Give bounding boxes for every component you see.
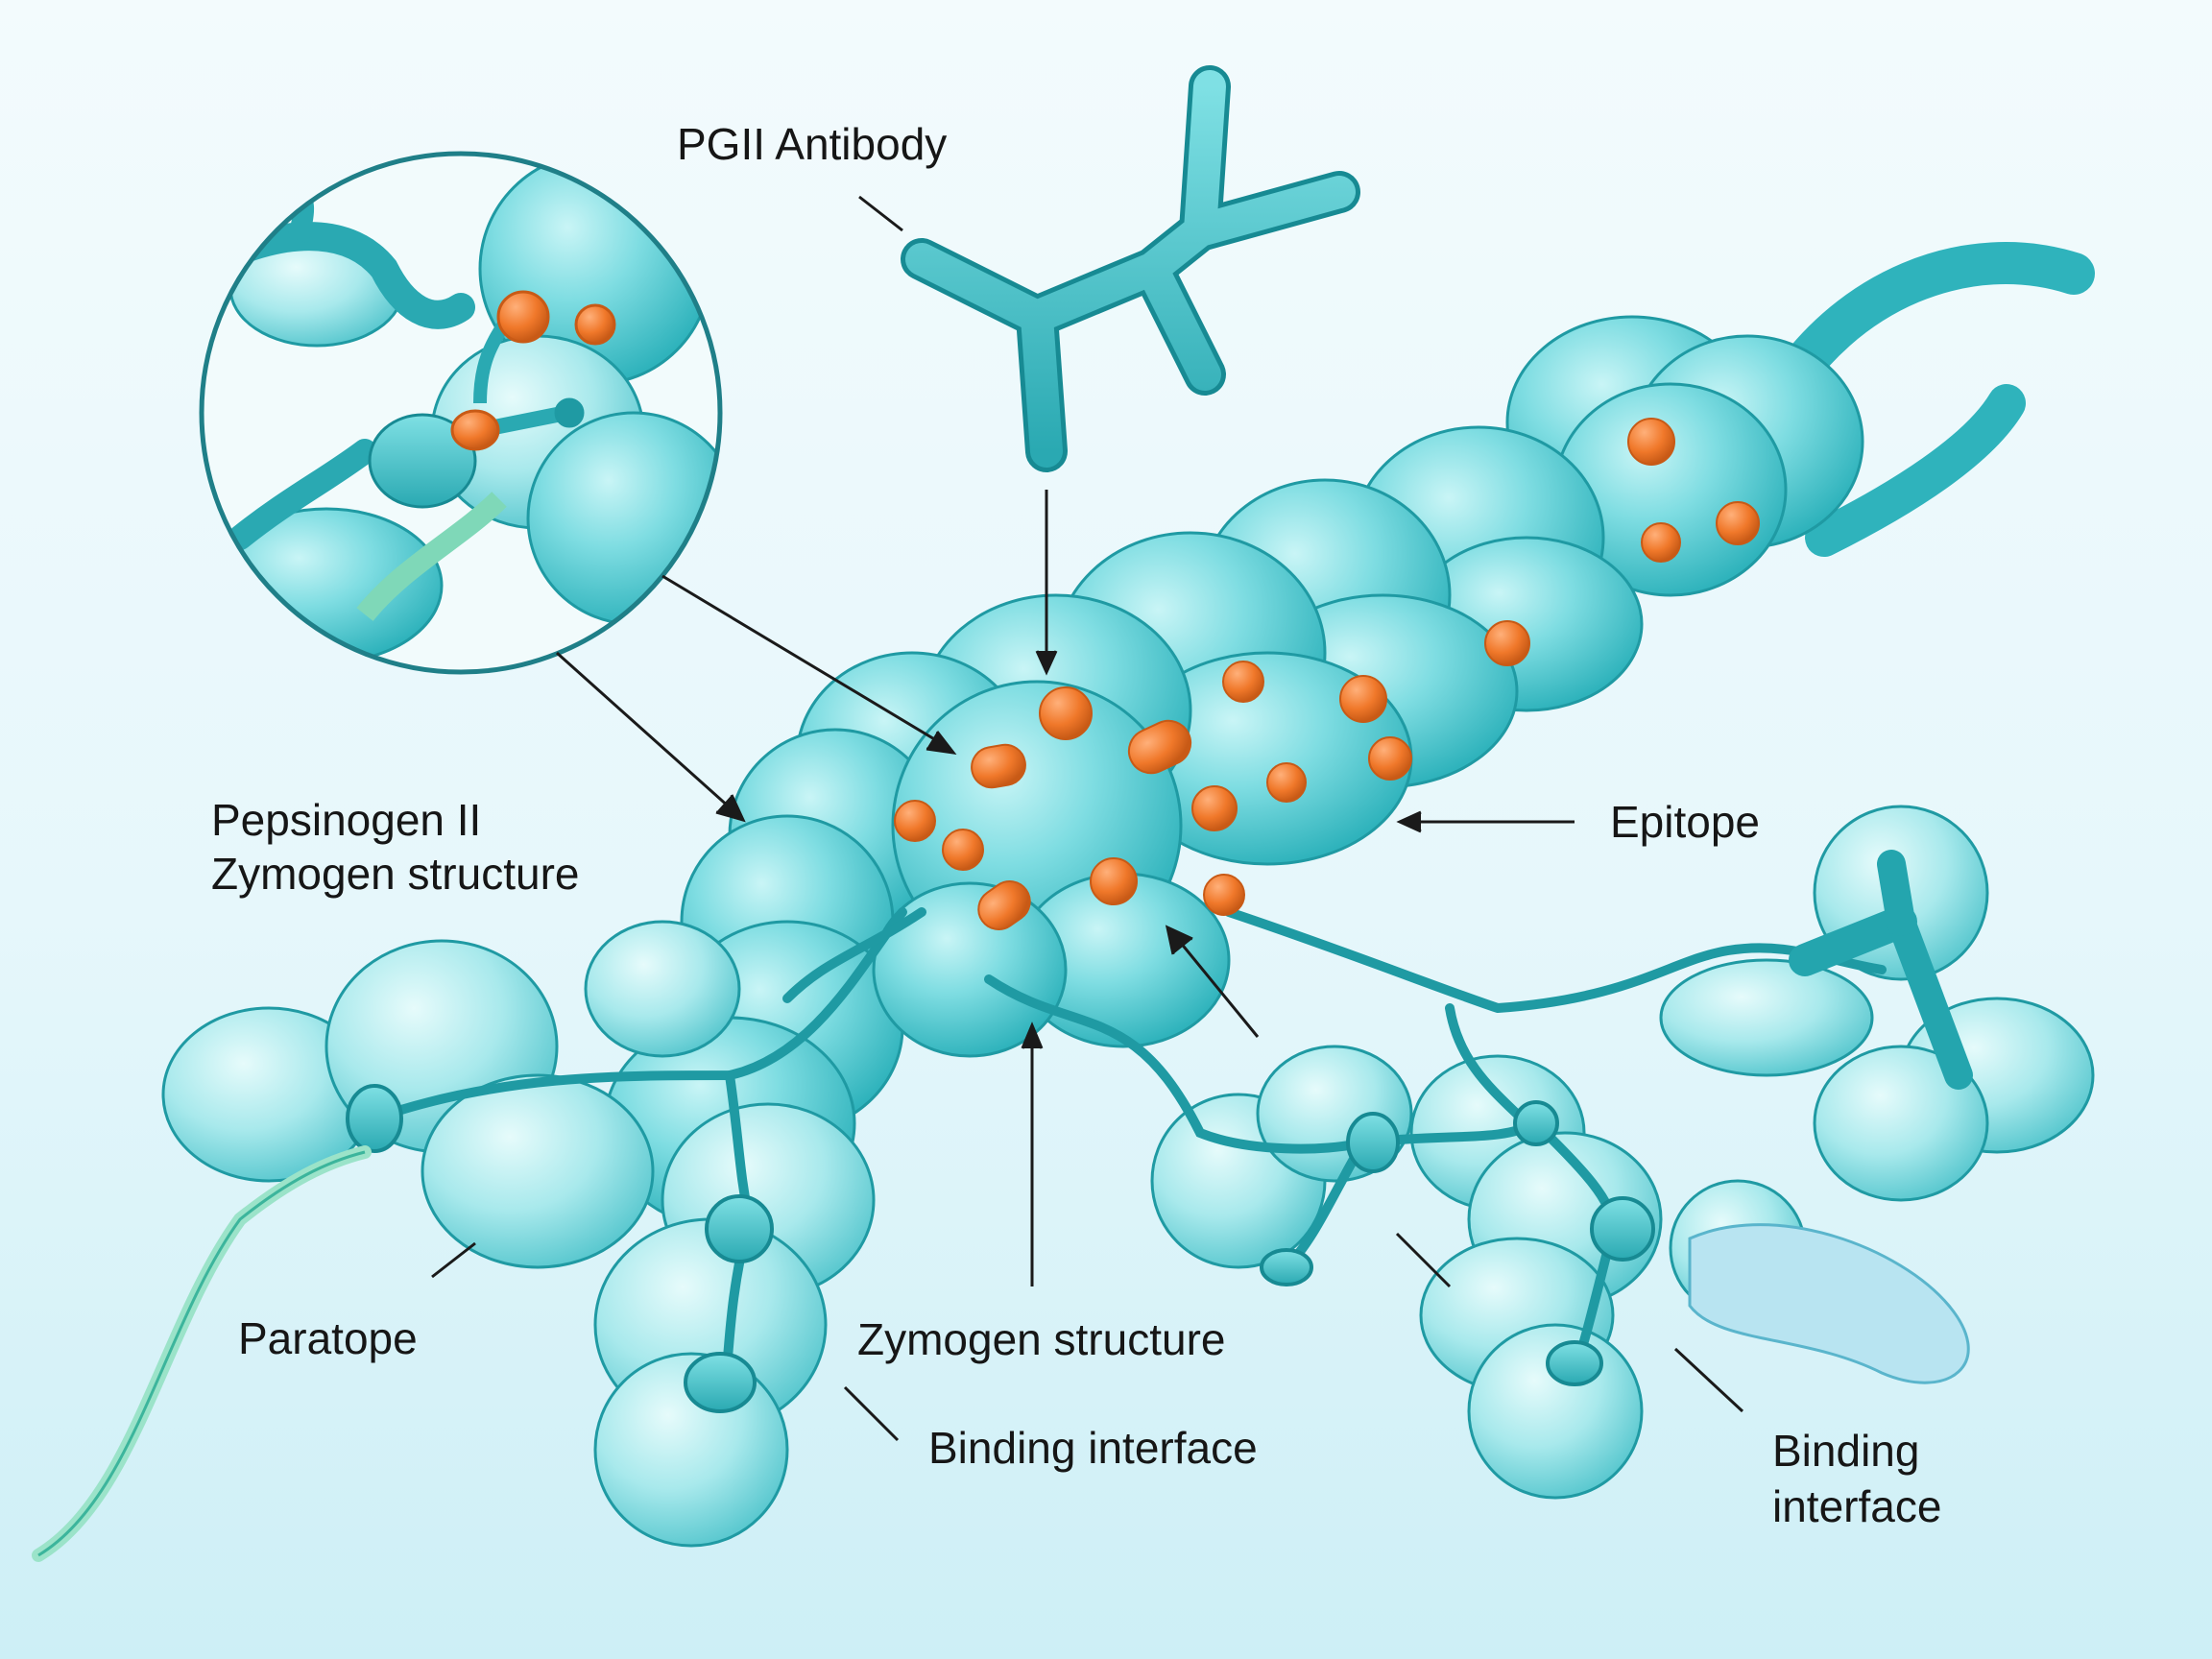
leader-lines (431, 195, 1744, 1442)
antibody-fragment-right (1789, 850, 1973, 1090)
magnified-inset (199, 151, 723, 675)
epitope-residues (894, 418, 1760, 931)
label-pepsinogen-ii: Pepsinogen II Zymogen structure (211, 795, 580, 899)
label-zymogen-structure: Zymogen structure (857, 1314, 1226, 1364)
label-binding-interface-center: Binding interface (928, 1423, 1258, 1473)
label-epitope: Epitope (1610, 797, 1761, 847)
label-paratope: Paratope (238, 1313, 418, 1363)
label-pgii-antibody: PGII Antibody (677, 119, 948, 169)
pgii-antibody-shape (901, 65, 1360, 472)
chain-joints (346, 1084, 1655, 1413)
pepsinogen-chain (603, 315, 1864, 1231)
label-binding-interface-right: Binding interface (1772, 1426, 1942, 1531)
